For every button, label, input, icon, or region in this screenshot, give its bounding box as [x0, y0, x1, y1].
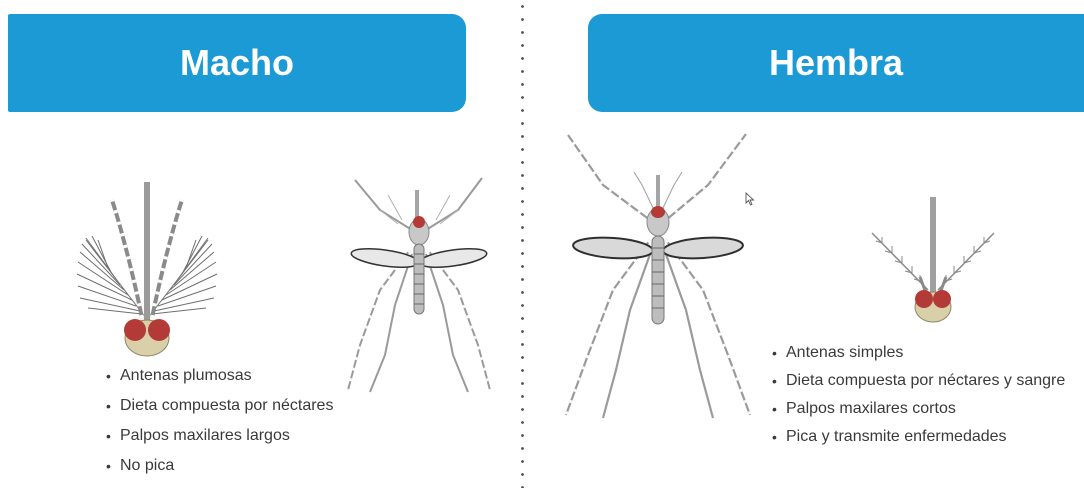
list-item: •Palpos maxilares cortos [768, 399, 1080, 419]
male-mosquito-illustration [340, 170, 500, 395]
male-head-illustration [72, 178, 222, 358]
male-header: Macho [8, 14, 466, 112]
list-item: •Pica y transmite enfermedades [768, 427, 1080, 447]
list-item: •Antenas simples [768, 343, 1080, 363]
list-item: •Dieta compuesta por néctares y sangre [768, 371, 1080, 391]
list-item: •Palpos maxilares largos [102, 426, 422, 446]
female-traits-list: •Antenas simples •Dieta compuesta por né… [768, 343, 1080, 455]
female-head-illustration [868, 195, 998, 330]
male-title: Macho [180, 42, 294, 84]
male-traits-list: •Antenas plumosas •Dieta compuesta por n… [102, 366, 422, 486]
female-header: Hembra [588, 14, 1084, 112]
list-item: •Antenas plumosas [102, 366, 422, 386]
mouse-cursor-icon [745, 192, 755, 206]
list-item: •No pica [102, 456, 422, 476]
female-title: Hembra [769, 42, 903, 84]
list-item: •Dieta compuesta por néctares [102, 396, 422, 416]
female-mosquito-illustration [558, 130, 758, 420]
dotted-divider [521, 0, 524, 488]
